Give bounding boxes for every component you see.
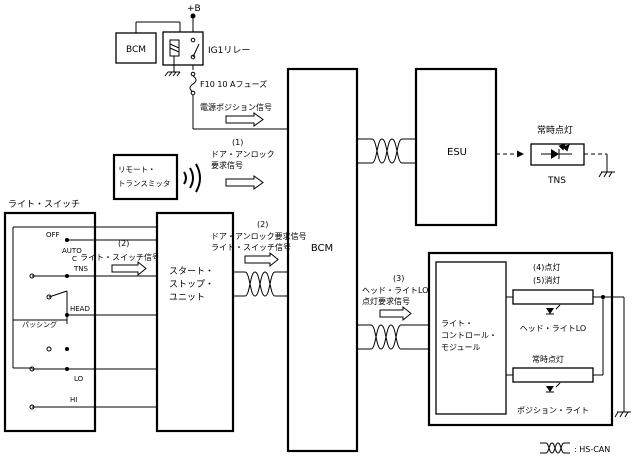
signal-1-line2: 要求信号 (211, 160, 243, 170)
remote-label-1: リモート・ (118, 165, 156, 174)
signal-2-arrow-icon (244, 251, 279, 268)
pos-off-label: OFF (46, 231, 60, 239)
pos-head-label: HEAD (70, 305, 90, 313)
radio-wave-icon (183, 163, 201, 193)
tns-label: TNS (547, 176, 566, 186)
remote-transmitter: リモート・ トランスミッタ (112, 153, 201, 201)
signal-3-arrow-icon (379, 305, 412, 322)
fuse: F10 10 Aフューズ (189, 71, 288, 130)
position-light-box (512, 367, 594, 383)
tns-title: 常時点灯 (537, 124, 573, 136)
can-bcm-lcm (357, 324, 436, 350)
power-position-arrow-icon (225, 112, 264, 127)
signal-2: (2) ドア・アンロック要求信号 ライト・スイッチ信号 (211, 220, 307, 268)
start-stop-label-3: ユニット (169, 293, 205, 303)
ig1-relay: IG1リレー (162, 31, 250, 77)
pos-c-label: C (72, 255, 77, 263)
start-stop-box (155, 211, 235, 433)
start-stop-label-2: ストップ・ (169, 279, 214, 290)
power-label: +B (187, 4, 201, 14)
can-bcm-esu (357, 138, 416, 164)
state-on-label: (4)点灯 (533, 262, 560, 272)
power-position-signal: 電源ポジション信号 (200, 102, 272, 127)
light-switch-arrow-icon (111, 260, 147, 277)
remote-box (112, 153, 179, 201)
lcm-ground-icon (614, 411, 631, 418)
pos-hi-label: HI (70, 396, 77, 404)
bcm-small-box (115, 32, 157, 64)
hs-can-twist-icon (540, 442, 570, 454)
remote-label-2: トランスミッタ (118, 179, 170, 188)
pos-auto-label: AUTO (62, 247, 82, 255)
position-led-icon (546, 382, 561, 393)
headlight-lo-label: ヘッド・ライトLO (520, 324, 586, 333)
signal-3-line1: ヘッド・ライトLO (362, 286, 428, 295)
signal-2-number: (2) (257, 220, 268, 229)
relay-ground-icon (164, 71, 181, 77)
state-off-label: (5)消灯 (533, 275, 560, 285)
esu-tns-link: 常時点灯 TNS (496, 124, 615, 186)
pos-tns-label: TNS (73, 265, 89, 273)
can-ssu-bcm (233, 271, 288, 297)
tns-ground-icon (598, 171, 615, 178)
relay-label: IG1リレー (208, 46, 250, 56)
signal-3-number: (3) (393, 274, 404, 283)
signal-3: (3) ヘッド・ライトLO 点灯要求信号 (362, 274, 428, 322)
pos-passing-label: パッシング (22, 320, 57, 329)
esu-label: ESU (447, 147, 467, 158)
fuse-label: F10 10 Aフューズ (200, 79, 267, 89)
headlight-led-icon (546, 304, 561, 315)
lcm-label-2: コントロール・ (441, 331, 497, 340)
lcm-label-3: モジュール (441, 343, 480, 352)
light-switch: ライト・スイッチ OFF AUTO C TNS HEAD パッシング LO (3, 199, 157, 433)
lcm-ground (610, 296, 631, 418)
door-unlock-arrow-icon (225, 175, 264, 190)
signal-2-line2: ライト・スイッチ信号 (211, 242, 291, 252)
signal-2b-line1: ライト・スイッチ信号 (80, 252, 160, 262)
door-unlock-signal: (1) ドア・アンロック 要求信号 (211, 138, 275, 190)
always-on-label: 常時点灯 (532, 354, 564, 364)
start-stop-label-1: スタート・ (169, 266, 214, 277)
lcm-label-1: ライト・ (441, 319, 473, 328)
signal-2-line1: ドア・アンロック要求信号 (211, 231, 307, 241)
legend-label: : HS-CAN (574, 445, 610, 454)
light-switch-signal: (2) ライト・スイッチ信号 (80, 239, 160, 277)
light-switch-title: ライト・スイッチ (8, 199, 80, 210)
position-light: 常時点灯 ポジション・ライト (506, 297, 604, 415)
signal-2b-number: (2) (118, 239, 129, 248)
esu-box (414, 67, 498, 227)
bcm-relay-block: BCM (115, 21, 181, 64)
signal-3-line2: 点灯要求信号 (362, 296, 410, 306)
bcm-small-label: BCM (126, 45, 146, 55)
pos-lo-label: LO (74, 375, 84, 383)
signal-1-line1: ドア・アンロック (211, 150, 275, 159)
power-position-label: 電源ポジション信号 (200, 102, 272, 112)
position-light-label: ポジション・ライト (517, 406, 589, 415)
bcm-main-box (286, 67, 359, 453)
legend: : HS-CAN (540, 442, 610, 454)
tns-led-icon (541, 143, 572, 159)
headlight-lo: ヘッド・ライトLO (506, 289, 610, 333)
bcm-main-label: BCM (311, 243, 333, 254)
signal-1-number: (1) (232, 138, 243, 147)
light-switch-box (3, 211, 97, 433)
headlight-lo-box (512, 289, 594, 305)
light-control-module-box (435, 261, 507, 415)
